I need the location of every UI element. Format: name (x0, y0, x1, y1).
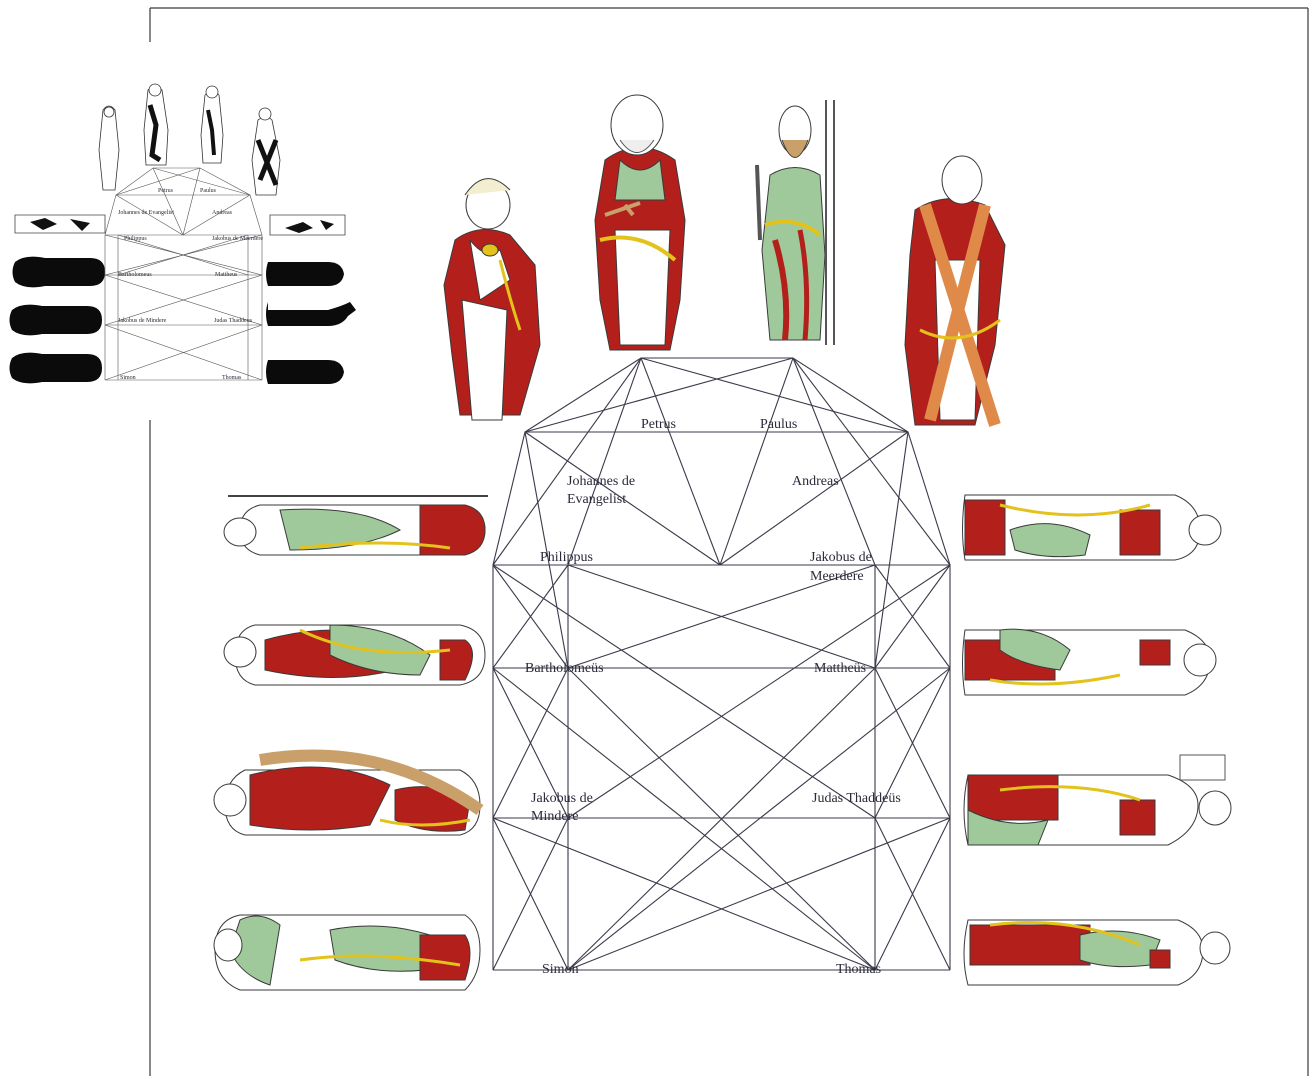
figure-philippus (224, 496, 488, 555)
label-thomas: Thomas (836, 962, 881, 977)
thumbnail-diagram: Petrus Paulus Johannes de Evangelist And… (0, 42, 372, 387)
thumb-label-thomas: Thomas (222, 375, 242, 381)
thumb-label-mattheus: Mattheus (215, 272, 238, 278)
thumb-label-jakobus-mindere: Jakobus de Mindere (118, 318, 167, 324)
label-philippus: Philippus (540, 550, 593, 565)
label-johannes-line1: Johannes de (567, 474, 635, 489)
thumb-label-simon: Simon (120, 375, 136, 381)
figure-paulus (757, 100, 834, 345)
right-lying-figures (963, 495, 1232, 985)
label-paulus: Paulus (760, 417, 797, 432)
label-jakobus-meerdere-line1: Jakobus de (810, 550, 872, 565)
figure-jakobus-meerdere (963, 495, 1222, 560)
label-petrus: Petrus (641, 417, 676, 432)
figure-johannes (444, 179, 540, 420)
label-johannes-line2: Evangelist (567, 492, 626, 507)
thumb-label-johannes: Johannes de Evangelist (118, 210, 174, 216)
standing-apostle-figures (444, 95, 1005, 425)
figure-thomas (964, 920, 1230, 985)
label-jakobus-meerdere-line2: Meerdere (810, 569, 864, 584)
label-judas-thaddeus: Judas Thaddeüs (812, 791, 901, 806)
left-lying-figures (214, 496, 488, 990)
label-jakobus-mindere-line1: Jakobus de (531, 791, 593, 806)
thumb-label-philippus: Philippus (124, 236, 147, 242)
thumb-label-judas: Judas Thaddeus (214, 318, 253, 324)
label-bartholomeus: Bartholomeüs (525, 661, 604, 676)
thumb-label-bartholomeus: Bartholomeus (118, 272, 152, 278)
figure-simon (214, 915, 480, 990)
thumb-label-jakobus-meerdere: Jakobus de Meerdere (212, 236, 263, 242)
thumb-label-paulus: Paulus (200, 188, 217, 194)
apostle-labels: Petrus Paulus Johannes de Evangelist And… (525, 417, 901, 977)
label-mattheus: Mattheüs (814, 661, 866, 676)
figure-bartholomeus (224, 625, 485, 685)
label-simon: Simon (542, 962, 579, 977)
thumb-label-andreas: Andreas (212, 210, 233, 216)
thumb-label-petrus: Petrus (158, 188, 174, 194)
figure-petrus (595, 95, 685, 350)
figure-judas-thaddeus (964, 755, 1231, 845)
figure-andreas (905, 156, 1005, 425)
label-andreas: Andreas (792, 474, 839, 489)
label-jakobus-mindere-line2: Mindere (531, 809, 578, 824)
figure-jakobus-mindere (214, 756, 480, 835)
figure-mattheus (963, 629, 1217, 695)
